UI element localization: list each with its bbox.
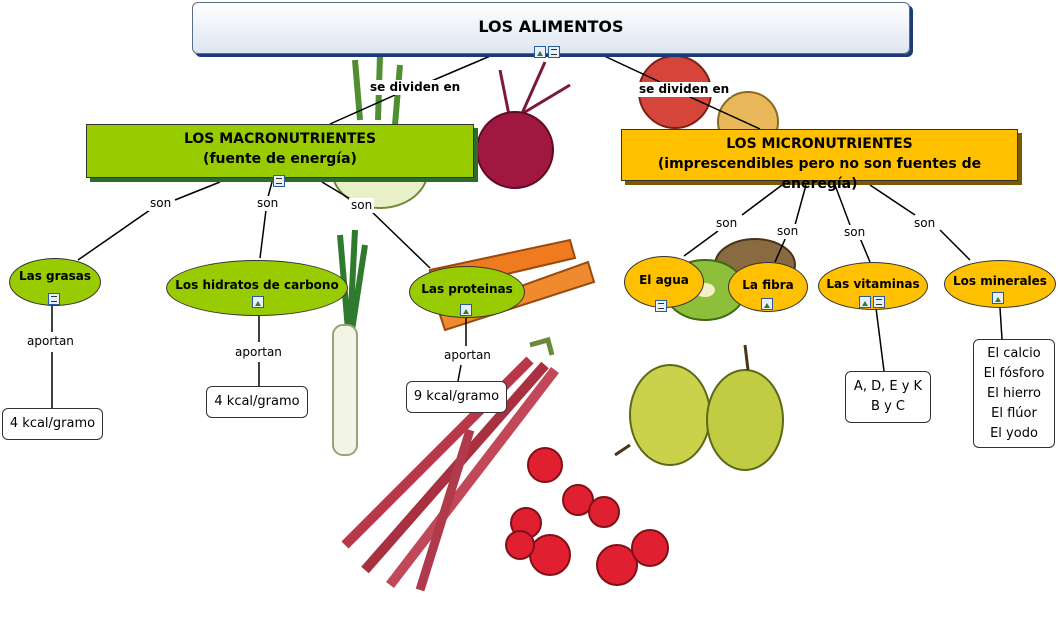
macronutrients-node[interactable]: LOS MACRONUTRIENTES (fuente de energía) (86, 124, 474, 178)
value-hidratos: 4 kcal/gramo (214, 394, 300, 409)
hidratos-icons (252, 296, 264, 308)
document-icon[interactable] (273, 175, 285, 187)
son-label-minerales: son (912, 216, 938, 231)
macronutrients-icons (273, 175, 285, 187)
grasas-icons (48, 293, 60, 305)
value-box-hidratos[interactable]: 4 kcal/gramo (206, 386, 308, 418)
root-node[interactable]: LOS ALIMENTOS (192, 2, 910, 54)
vitaminas-icons (859, 296, 885, 308)
minerales-line-5: El yodo (990, 426, 1038, 441)
minerales-line-3: El hierro (987, 386, 1041, 401)
document-icon[interactable] (548, 46, 560, 58)
value-box-proteinas[interactable]: 9 kcal/gramo (406, 381, 507, 413)
node-agua-label: El agua (639, 273, 689, 287)
node-fibra-label: La fibra (742, 278, 794, 292)
son-label-fibra: son (775, 224, 801, 239)
left-divide-label: se dividen en (368, 80, 463, 95)
node-agua[interactable]: El agua (624, 256, 704, 308)
document-icon[interactable] (873, 296, 885, 308)
pears-illustration (614, 344, 784, 471)
image-icon[interactable] (761, 298, 773, 310)
leek-illustration (332, 229, 368, 456)
macronutrients-subtitle: (fuente de energía) (203, 151, 357, 167)
proteinas-icons (460, 304, 472, 316)
image-icon[interactable] (252, 296, 264, 308)
node-minerales-label: Los minerales (953, 274, 1047, 288)
micronutrients-title: LOS MICRONUTRIENTES (726, 136, 913, 152)
vitaminas-line-1: A, D, E y K (853, 379, 923, 394)
value-box-grasas[interactable]: 4 kcal/gramo (2, 408, 103, 440)
aportan-label-proteinas: aportan (442, 348, 493, 363)
image-icon[interactable] (460, 304, 472, 316)
son-label-grasas: son (148, 196, 174, 211)
node-proteinas-label: Las proteinas (421, 282, 513, 296)
son-label-vitaminas: son (842, 225, 868, 240)
root-title: LOS ALIMENTOS (478, 17, 624, 36)
vitaminas-line-2: B y C (871, 399, 905, 414)
right-divide-label: se dividen en (637, 82, 732, 97)
node-hidratos-label: Los hidratos de carbono (175, 278, 339, 292)
strawberries-illustration (505, 447, 669, 586)
node-vitaminas-label: Las vitaminas (826, 277, 920, 291)
document-icon[interactable] (48, 293, 60, 305)
minerales-icons (992, 292, 1004, 304)
macronutrients-title: LOS MACRONUTRIENTES (183, 131, 377, 147)
agua-icons (655, 300, 667, 312)
beet-illustration (476, 61, 571, 189)
value-grasas: 4 kcal/gramo (9, 416, 96, 431)
aportan-label-hidratos: aportan (233, 345, 284, 360)
connector-lines (51, 53, 1003, 408)
aportan-label-grasas: aportan (25, 334, 76, 349)
son-label-hidratos: son (255, 196, 281, 211)
value-box-minerales[interactable]: El calcio El fósforo El hierro El flúor … (973, 339, 1055, 448)
root-icons (534, 46, 560, 58)
son-label-proteinas: son (349, 198, 375, 213)
value-proteinas: 9 kcal/gramo (413, 389, 500, 404)
image-icon[interactable] (992, 292, 1004, 304)
value-box-vitaminas[interactable]: A, D, E y K B y C (845, 371, 931, 423)
node-fibra[interactable]: La fibra (728, 262, 808, 312)
minerales-line-2: El fósforo (983, 366, 1045, 381)
minerales-line-4: El flúor (991, 406, 1037, 421)
micronutrients-node[interactable]: LOS MICRONUTRIENTES (imprescendibles per… (621, 129, 1018, 192)
document-icon[interactable] (655, 300, 667, 312)
micronutrients-subtitle: (imprescendibles pero no son fuentes de … (657, 156, 982, 192)
image-icon[interactable] (534, 46, 546, 58)
minerales-line-1: El calcio (987, 346, 1041, 361)
fibra-icons (761, 298, 773, 310)
image-icon[interactable] (859, 296, 871, 308)
node-grasas-label: Las grasas (18, 269, 92, 283)
son-label-agua: son (714, 216, 740, 231)
node-proteinas[interactable]: Las proteinas (409, 266, 525, 318)
